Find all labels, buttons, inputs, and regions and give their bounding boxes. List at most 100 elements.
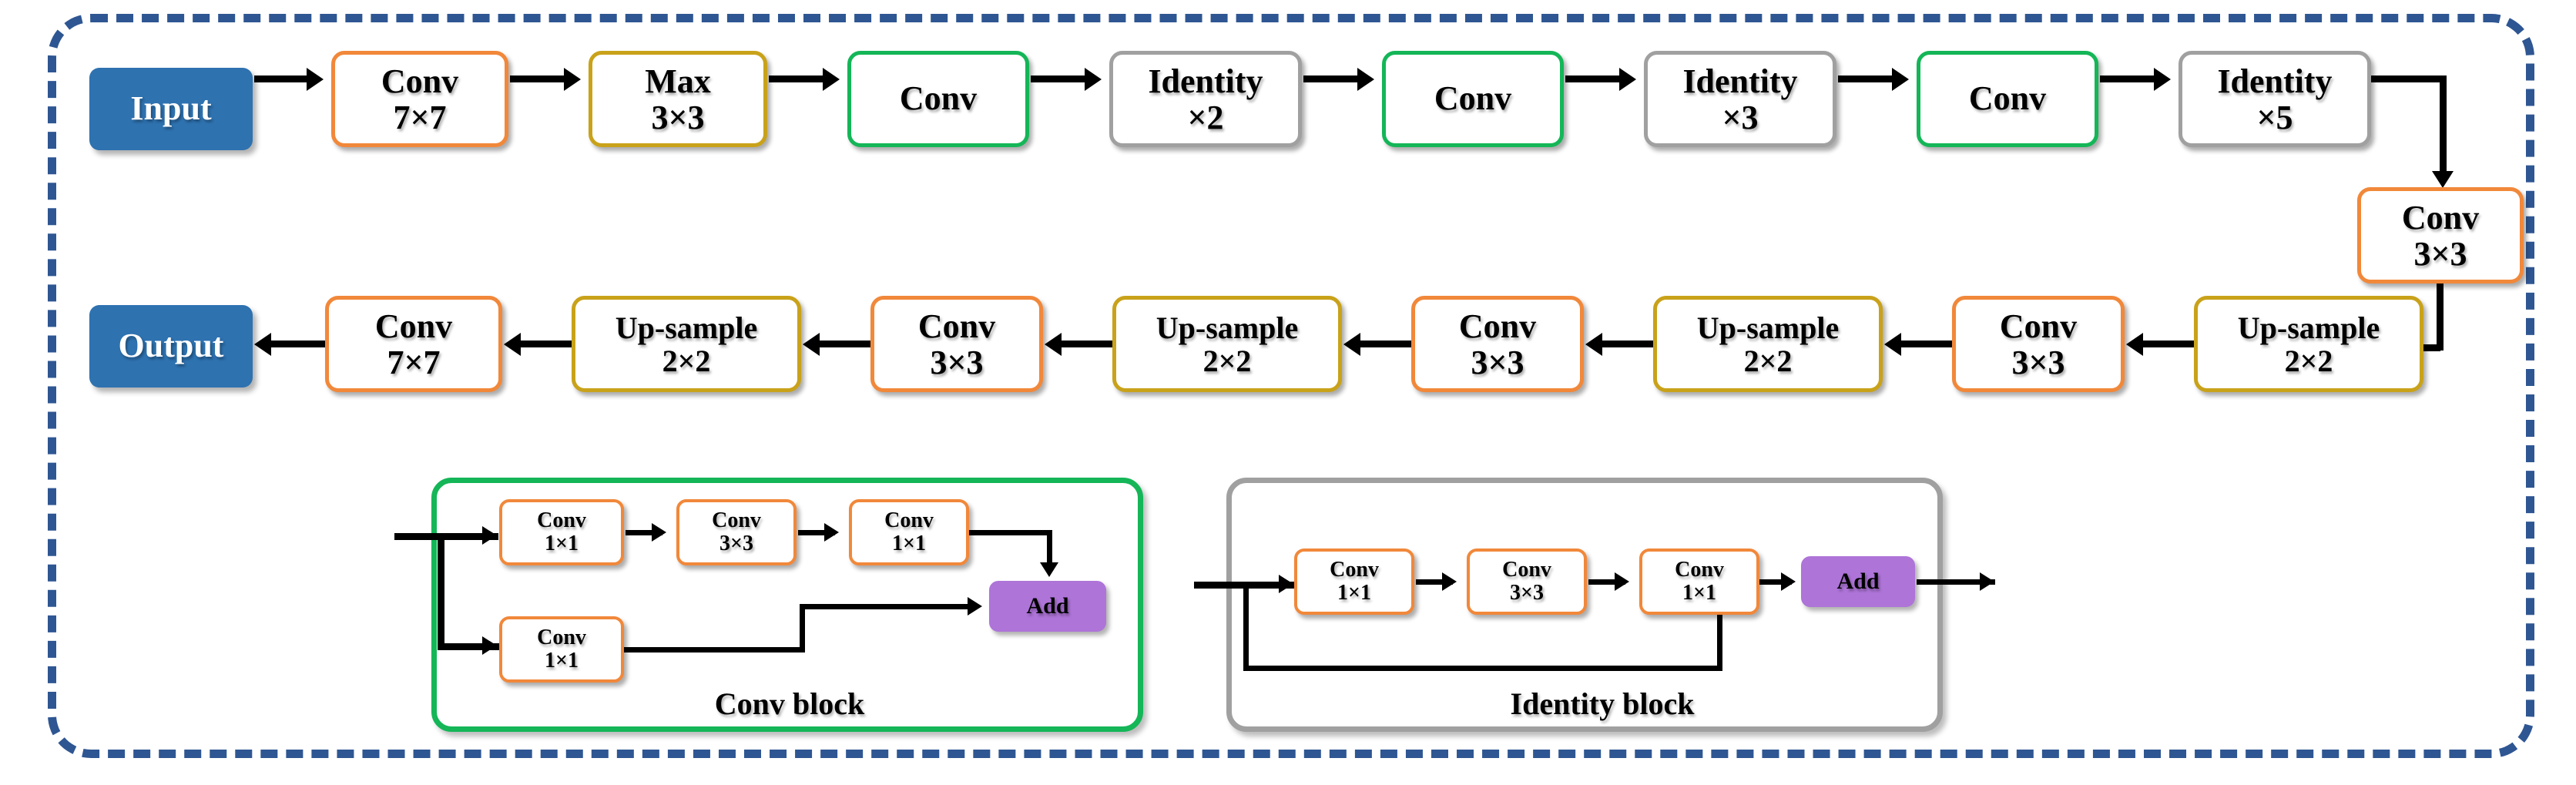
- convblock-input-line: [394, 533, 498, 540]
- arrowhead-max-convblock1: [823, 68, 840, 91]
- identityblock-skip-v-left: [1243, 582, 1249, 671]
- node-identity-x2-line1: Identity: [1148, 62, 1263, 100]
- identityblock-skip-h: [1243, 666, 1722, 671]
- node-convblock-3: Conv: [1917, 51, 2098, 147]
- node-decoder-conv3x3-a-line1: Conv: [1999, 307, 2078, 345]
- convblock-main-to-add-v: [1047, 530, 1052, 565]
- identityblock-add-label: Add: [1836, 569, 1880, 595]
- arrow-line-dconv7x7-output: [271, 341, 325, 347]
- node-upsample-4-line2: 2×2: [662, 343, 711, 378]
- node-upsample-1-line2: 2×2: [2284, 343, 2333, 378]
- node-decoder-conv3x3-c-line1: Conv: [917, 307, 996, 345]
- convblock-shortcut-h1: [624, 647, 805, 652]
- node-bridge-conv3x3: Conv 3×3: [2357, 187, 2524, 283]
- arrow-line-up2-dconv3x3b: [1602, 341, 1653, 347]
- arrow-line-identity2-convblock2: [1303, 75, 1359, 82]
- identityblock-conv3x3-line2: 3×3: [1510, 581, 1544, 605]
- convblock-main-to-add-h: [969, 530, 1052, 535]
- identityblock-conv1x1-b-line2: 1×1: [1682, 581, 1716, 605]
- node-upsample-1-line1: Up-sample: [2237, 310, 2380, 346]
- convblock-main-to-add-arrowhead: [1040, 562, 1058, 577]
- convblock-add-label: Add: [1026, 593, 1069, 619]
- identityblock-conv3x3-line1: Conv: [1502, 558, 1551, 582]
- node-decoder-conv7x7: Conv 7×7: [325, 296, 502, 392]
- node-decoder-conv3x3-a: Conv 3×3: [1952, 296, 2125, 392]
- convblock-shortcut-conv1x1: Conv 1×1: [499, 616, 624, 683]
- node-conv7x7-line1: Conv: [381, 62, 459, 100]
- outer-dashed-container: [48, 14, 2534, 758]
- node-decoder-conv3x3-c: Conv 3×3: [870, 296, 1043, 392]
- convblock-main-conv3x3-line2: 3×3: [719, 532, 753, 555]
- arrow-line-identity3-convblock3: [1838, 75, 1893, 82]
- arrow-line-dconv3x3a-up2: [1901, 341, 1952, 347]
- identityblock-conv3x3: Conv 3×3: [1467, 548, 1587, 615]
- arrow-line-up1-dconv3x3a: [2143, 341, 2194, 347]
- node-max3x3: Max 3×3: [589, 51, 767, 147]
- identityblock-output-line: [1917, 579, 1995, 585]
- arrow-line-convblock3-identity5: [2100, 75, 2155, 82]
- node-convblock-1: Conv: [847, 51, 1029, 147]
- arrowhead-up4-dconv7x7: [504, 333, 521, 356]
- node-bridge-conv3x3-line2: 3×3: [2413, 234, 2467, 273]
- convblock-branch-h: [438, 643, 501, 650]
- node-convblock-3-label: Conv: [1968, 79, 2047, 118]
- convblock-main-conv1x1-b: Conv 1×1: [849, 499, 969, 565]
- arrowhead-dconv7x7-output: [254, 333, 271, 356]
- connector-identity5-bridge-h: [2371, 75, 2447, 82]
- node-identity-x5-line2: ×5: [2256, 98, 2293, 136]
- node-upsample-2-line2: 2×2: [1743, 343, 1793, 378]
- identityblock-arrowhead-a-b: [1442, 572, 1457, 591]
- node-upsample-2: Up-sample 2×2: [1653, 296, 1883, 392]
- identityblock-arrowhead-b-c: [1615, 572, 1629, 591]
- convblock-arrowhead-a-b: [652, 523, 666, 542]
- arrow-line-conv7x7-max: [510, 75, 565, 82]
- node-upsample-4: Up-sample 2×2: [572, 296, 801, 392]
- node-input-label: Input: [130, 89, 212, 128]
- node-identity-x5-line1: Identity: [2217, 62, 2333, 100]
- convblock-input-arrowhead: [482, 526, 497, 545]
- node-decoder-conv3x3-b: Conv 3×3: [1411, 296, 1584, 392]
- node-identity-x2-line2: ×2: [1187, 98, 1224, 136]
- identityblock-conv1x1-b-line1: Conv: [1675, 558, 1724, 582]
- arrowhead-up2-dconv3x3b: [1585, 333, 1602, 356]
- node-convblock-2-label: Conv: [1434, 79, 1512, 118]
- convblock-shortcut-v: [800, 604, 805, 650]
- identityblock-conv1x1-a-line2: 1×1: [1337, 581, 1371, 605]
- identityblock-line-b-c: [1588, 579, 1625, 585]
- arrowhead-identity3-convblock3: [1892, 68, 1909, 91]
- identityblock-skip-v-right: [1717, 599, 1722, 667]
- convblock-main-conv1x1-b-line1: Conv: [884, 508, 934, 533]
- arrow-line-convblock1-identity2: [1031, 75, 1086, 82]
- node-identity-x3-line1: Identity: [1682, 62, 1798, 100]
- arrowhead-dconv3x3c-up4: [803, 333, 820, 356]
- arrowhead-convblock3-identity5: [2154, 68, 2171, 91]
- convblock-shortcut-h2: [800, 604, 975, 609]
- convblock-branch-v: [438, 533, 444, 649]
- node-identity-x2: Identity ×2: [1109, 51, 1302, 147]
- node-identity-x3-line2: ×3: [1722, 98, 1759, 136]
- node-decoder-conv3x3-c-line2: 3×3: [930, 343, 984, 381]
- arrow-line-input-conv7x7: [254, 75, 308, 82]
- node-upsample-3-line1: Up-sample: [1156, 310, 1299, 346]
- arrow-line-up4-dconv7x7: [521, 341, 572, 347]
- connector-bridge-decoder-v: [2437, 282, 2444, 351]
- node-conv7x7: Conv 7×7: [331, 51, 508, 147]
- node-upsample-3: Up-sample 2×2: [1112, 296, 1342, 392]
- node-identity-x3: Identity ×3: [1644, 51, 1836, 147]
- convblock-main-conv1x1-a-line1: Conv: [537, 508, 586, 533]
- identityblock-arrowhead-c-add: [1781, 572, 1796, 591]
- node-input: Input: [89, 68, 253, 150]
- arrowhead-input-conv7x7: [307, 68, 324, 91]
- identityblock-conv1x1-a-line1: Conv: [1330, 558, 1379, 582]
- convblock-line-a-b: [626, 530, 662, 535]
- convblock-arrowhead-b-c: [824, 523, 839, 542]
- identityblock-input-arrowhead: [1279, 575, 1293, 593]
- node-bridge-conv3x3-line1: Conv: [2401, 198, 2480, 237]
- node-decoder-conv3x3-a-line2: 3×3: [2011, 343, 2065, 381]
- node-identity-x5: Identity ×5: [2179, 51, 2371, 147]
- connector-identity5-bridge-v: [2440, 75, 2447, 174]
- arrow-line-convblock2-identity3: [1565, 75, 1621, 82]
- convblock-main-conv1x1-a-line2: 1×1: [545, 532, 579, 555]
- arrow-line-max-convblock1: [769, 75, 824, 82]
